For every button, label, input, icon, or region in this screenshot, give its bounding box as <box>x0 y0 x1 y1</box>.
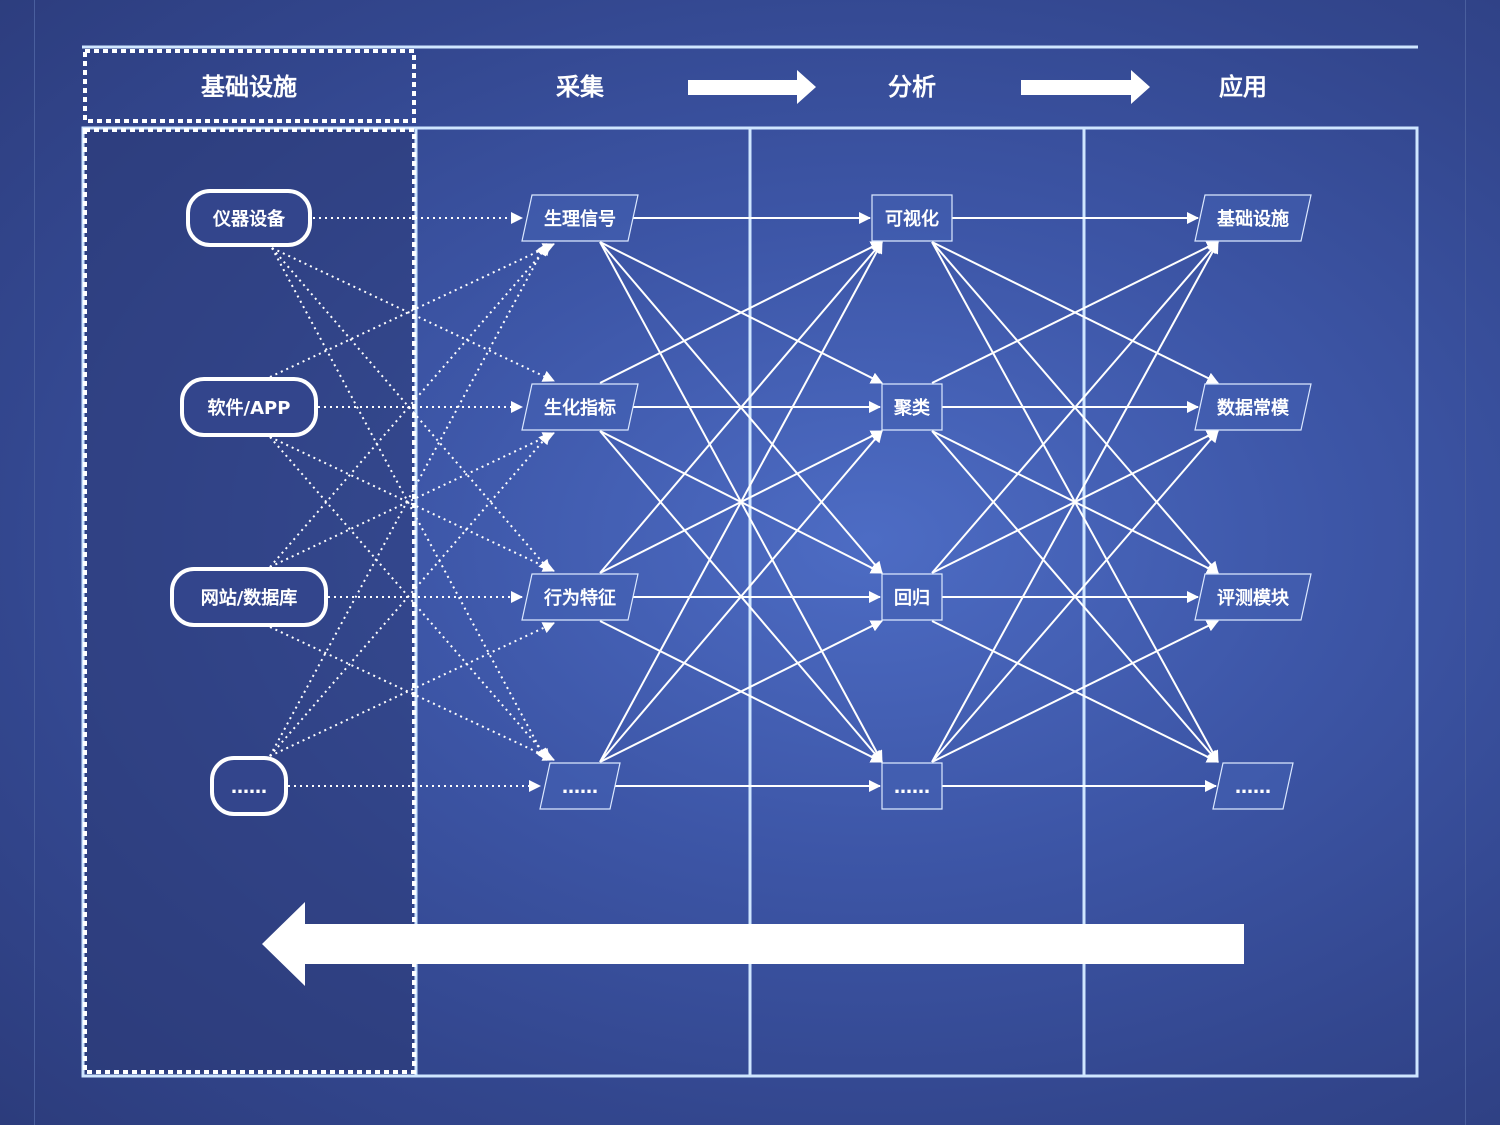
apply-node-3: 评测模块 <box>1194 573 1312 621</box>
header-infrastructure: 基础设施 <box>201 73 297 101</box>
analyze-node-4-label: …… <box>894 777 930 798</box>
collect-node-2: 生化指标 <box>521 383 639 431</box>
analyze-node-4: …… <box>881 762 943 810</box>
source-link <box>269 243 555 378</box>
source-link <box>271 247 555 382</box>
source-node-3: 网站/数据库 <box>170 567 328 627</box>
source-node-2: 软件/APP <box>180 377 318 437</box>
flow-link <box>931 241 1219 574</box>
infrastructure-header-box <box>83 49 416 123</box>
collect-node-2-label: 生化指标 <box>544 397 616 419</box>
source-link <box>269 436 555 572</box>
flow-link <box>931 620 1219 763</box>
apply-node-4: …… <box>1212 762 1294 810</box>
feedback-arrow <box>262 902 1244 986</box>
connections-layer <box>269 212 1219 792</box>
analyze-node-1-label: 可视化 <box>885 208 939 230</box>
apply-node-3-label: 评测模块 <box>1217 587 1290 609</box>
source-node-2-label: 软件/APP <box>208 397 291 419</box>
collect-node-4: …… <box>539 762 621 810</box>
source-node-4: …… <box>210 756 288 816</box>
source-node-3-label: 网站/数据库 <box>201 587 298 609</box>
analyze-node-1: 可视化 <box>871 194 953 242</box>
source-node-1-label: 仪器设备 <box>212 208 286 230</box>
source-node-1: 仪器设备 <box>186 189 312 247</box>
flow-link <box>931 241 1219 384</box>
flow-link <box>599 241 883 384</box>
source-link <box>269 432 555 568</box>
flow-link <box>931 241 1219 763</box>
header-analyze: 分析 <box>888 73 936 101</box>
apply-node-1-label: 基础设施 <box>1216 208 1289 230</box>
source-link <box>269 626 555 761</box>
collect-node-1: 生理信号 <box>521 194 639 242</box>
header-arrow-collect-to-analyze <box>688 70 816 104</box>
flow-link <box>931 430 1219 763</box>
header-collect: 采集 <box>556 73 605 101</box>
analyze-node-3: 回归 <box>881 573 943 621</box>
header-apply: 应用 <box>1219 73 1267 101</box>
slide-border <box>34 0 1466 1125</box>
flow-link <box>599 241 883 763</box>
apply-node-2: 数据常模 <box>1194 383 1312 431</box>
collect-node-3: 行为特征 <box>521 573 639 621</box>
analyze-node-2: 聚类 <box>881 383 943 431</box>
analyze-node-2-label: 聚类 <box>893 397 931 419</box>
flow-link <box>599 620 883 763</box>
source-link <box>269 243 547 757</box>
source-link <box>271 247 547 761</box>
collect-node-4-label: …… <box>562 777 598 798</box>
source-link <box>269 622 555 757</box>
collect-node-1-label: 生理信号 <box>544 208 616 230</box>
flow-link <box>599 241 883 574</box>
source-node-4-label: …… <box>231 777 267 798</box>
analyze-node-3-label: 回归 <box>894 587 930 609</box>
source-link <box>271 247 551 572</box>
apply-node-1: 基础设施 <box>1194 194 1312 242</box>
header-arrow-analyze-to-apply <box>1021 70 1150 104</box>
apply-node-2-label: 数据常模 <box>1217 397 1290 419</box>
collect-node-3-label: 行为特征 <box>543 587 616 609</box>
apply-node-4-label: …… <box>1235 777 1271 798</box>
flow-link <box>599 430 883 763</box>
